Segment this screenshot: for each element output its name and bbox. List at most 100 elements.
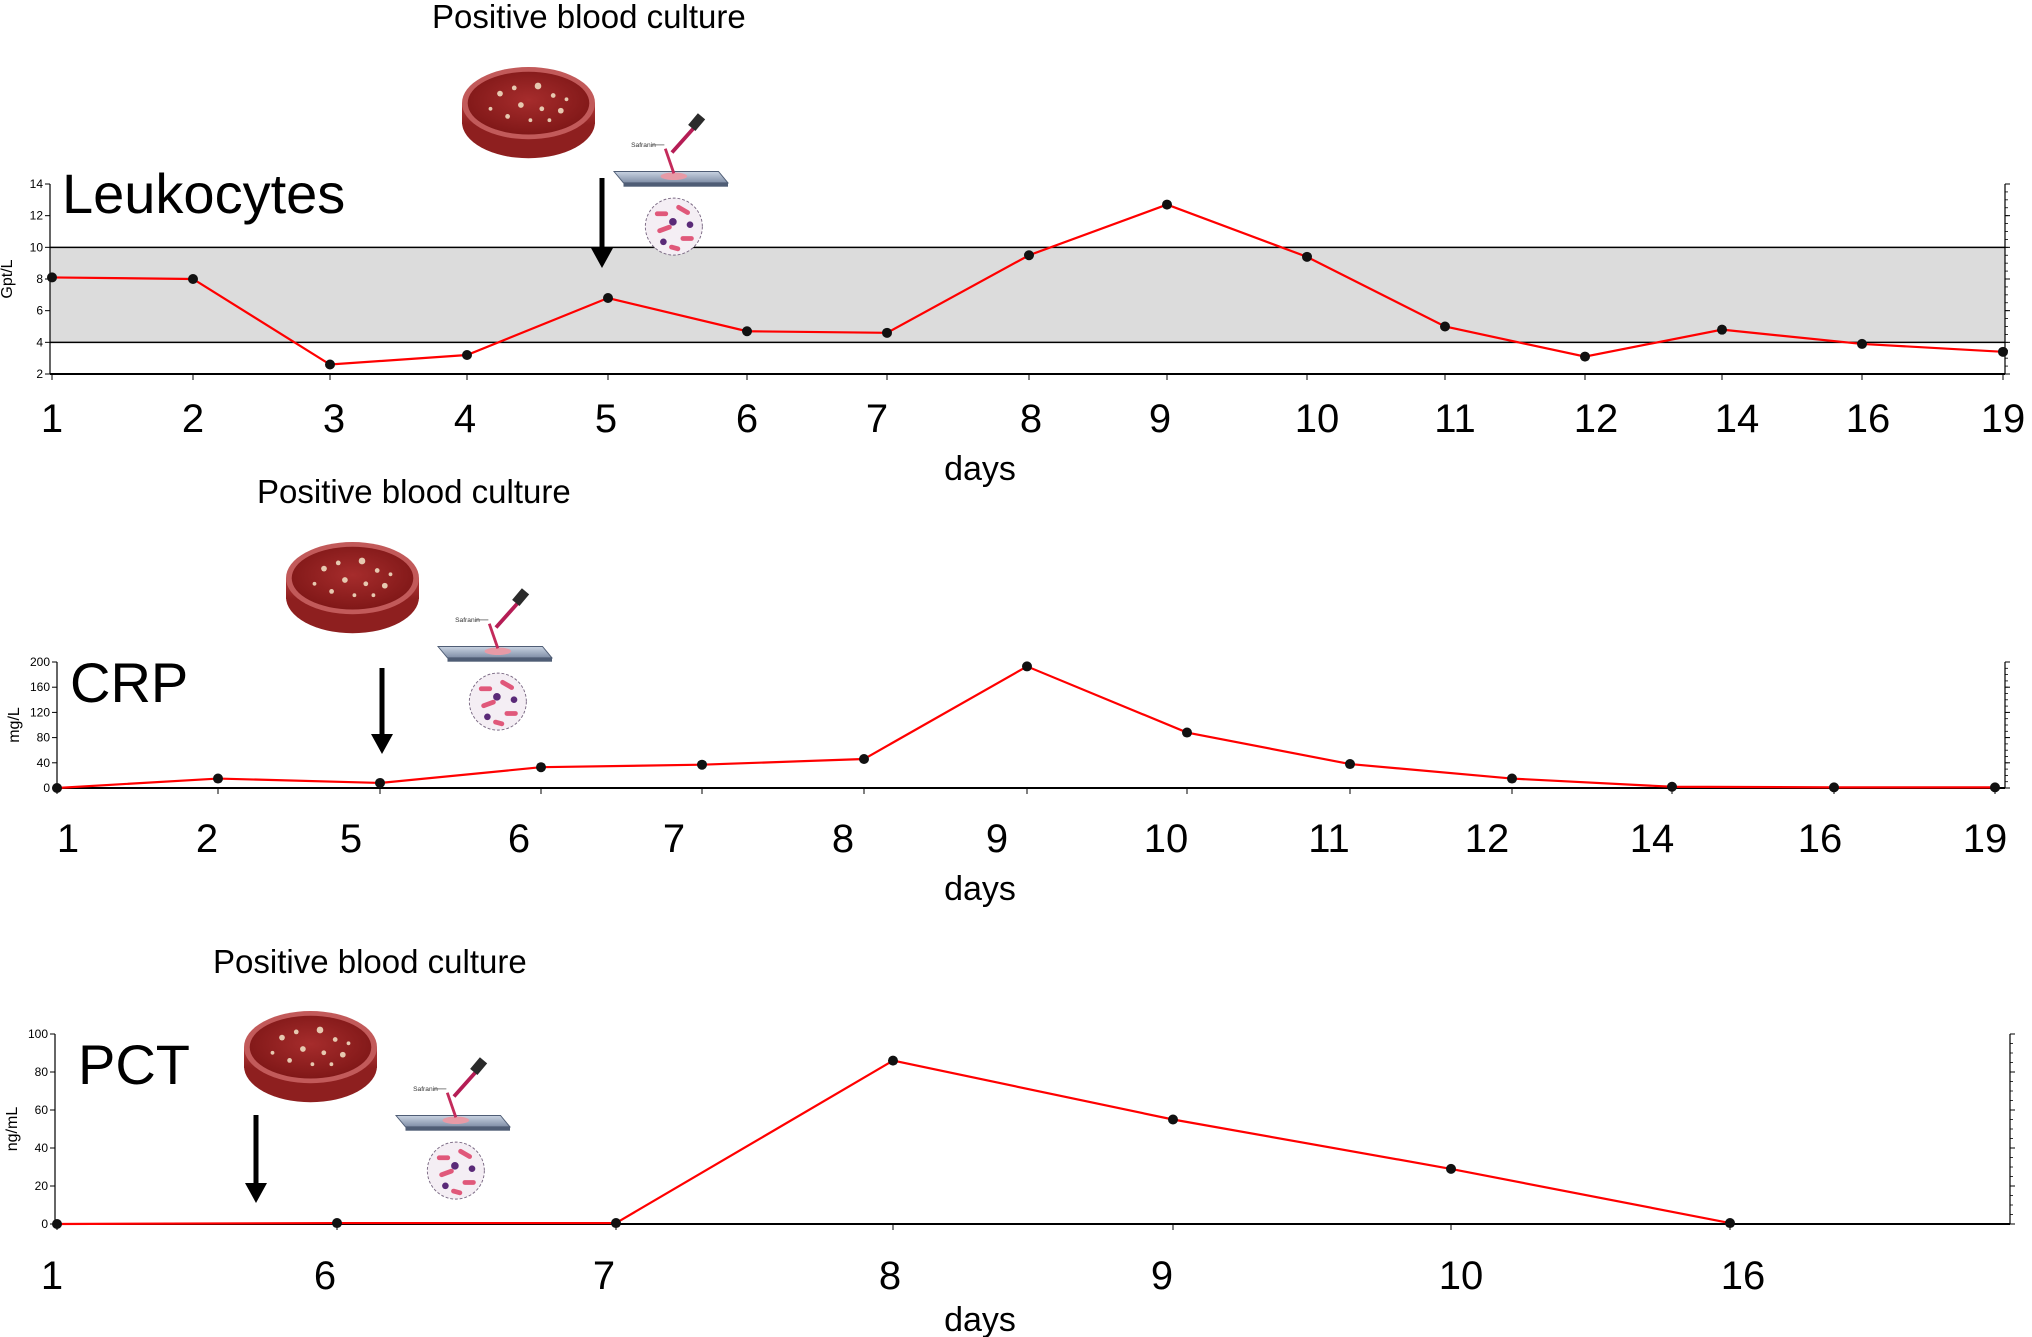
x-tick-label: 8 xyxy=(879,1254,901,1298)
data-point xyxy=(213,773,223,784)
data-point xyxy=(188,274,198,284)
stained-slide-icon: Safranin xyxy=(436,588,554,662)
data-point xyxy=(1446,1163,1456,1174)
x-tick-label: 2 xyxy=(182,397,204,441)
x-tick-label: 6 xyxy=(508,817,530,861)
y-tick-label: 60 xyxy=(35,1103,49,1117)
data-point xyxy=(1580,351,1590,362)
x-tick-label: 1 xyxy=(41,1254,63,1298)
x-tick-label: 14 xyxy=(1630,817,1675,861)
y-tick-label: 6 xyxy=(36,304,43,318)
x-tick-label: 4 xyxy=(454,397,476,441)
x-axis-title: days xyxy=(944,870,1016,908)
data-point xyxy=(375,777,385,788)
microscopy-cells-icon xyxy=(426,1141,485,1200)
y-tick-label: 20 xyxy=(35,1179,49,1193)
y-tick-label: 12 xyxy=(30,209,44,223)
data-point xyxy=(1168,1114,1178,1125)
x-axis-title: days xyxy=(944,450,1016,488)
data-point xyxy=(1162,199,1172,210)
y-tick-label: 100 xyxy=(28,1027,48,1041)
data-point xyxy=(1302,251,1312,262)
reference-band xyxy=(50,247,2005,343)
data-point xyxy=(888,1055,898,1066)
annotation-arrowhead xyxy=(245,1183,267,1203)
x-tick-label: 9 xyxy=(1151,1254,1173,1298)
data-point xyxy=(1990,782,2000,793)
data-point xyxy=(325,359,335,370)
panel-title: Leukocytes xyxy=(62,162,345,225)
microscopy-cells-icon xyxy=(468,672,527,731)
data-point xyxy=(742,326,752,337)
y-tick-label: 40 xyxy=(37,756,51,770)
data-point xyxy=(697,759,707,770)
annotation-label: Positive blood culture xyxy=(213,943,527,980)
x-tick-label: 5 xyxy=(595,397,617,441)
data-point xyxy=(611,1218,621,1229)
data-point xyxy=(52,783,62,793)
x-tick-label: 14 xyxy=(1715,397,1760,441)
data-point xyxy=(536,762,546,773)
annotation-label: Positive blood culture xyxy=(432,0,746,35)
y-tick-label: 40 xyxy=(35,1141,49,1155)
x-tick-label: 1 xyxy=(41,397,63,441)
x-tick-label: 1 xyxy=(57,817,79,861)
data-point xyxy=(859,754,869,765)
petri-dish-icon xyxy=(462,67,595,159)
data-point xyxy=(1725,1218,1735,1229)
y-tick-label: 0 xyxy=(43,781,50,795)
y-tick-label: 14 xyxy=(30,177,44,191)
x-tick-label: 3 xyxy=(323,397,345,441)
data-point xyxy=(1829,782,1839,793)
data-point xyxy=(1022,661,1032,672)
annotation-arrowhead xyxy=(371,734,393,754)
x-axis-title: days xyxy=(944,1301,1016,1337)
data-point xyxy=(47,272,57,283)
blood-culture-illustration: Safranin xyxy=(286,542,554,731)
y-axis-title: ng/mL xyxy=(4,1107,21,1152)
data-point xyxy=(1024,250,1034,261)
data-point xyxy=(332,1218,342,1229)
data-point xyxy=(1345,759,1355,770)
x-tick-label: 11 xyxy=(1434,397,1476,441)
y-tick-label: 160 xyxy=(30,680,50,694)
petri-dish-icon xyxy=(286,542,419,634)
x-tick-label: 2 xyxy=(196,817,218,861)
data-point xyxy=(882,327,892,338)
y-tick-label: 120 xyxy=(30,705,50,719)
petri-dish-icon xyxy=(244,1011,377,1103)
panel-title: PCT xyxy=(78,1033,190,1096)
x-tick-label: 9 xyxy=(1149,397,1171,441)
y-tick-label: 8 xyxy=(36,272,43,286)
x-tick-label: 19 xyxy=(1963,817,2008,861)
data-point xyxy=(1507,773,1517,784)
y-tick-label: 0 xyxy=(41,1217,48,1231)
data-point xyxy=(1857,338,1867,349)
data-point xyxy=(1440,321,1450,332)
x-tick-label: 12 xyxy=(1574,397,1619,441)
x-tick-label: 6 xyxy=(736,397,758,441)
data-point xyxy=(603,293,613,303)
x-tick-label: 10 xyxy=(1439,1254,1484,1298)
x-tick-label: 16 xyxy=(1721,1254,1766,1298)
data-point xyxy=(1182,727,1192,738)
data-point xyxy=(1998,346,2008,357)
y-tick-label: 80 xyxy=(37,731,51,745)
blood-culture-illustration: Safranin xyxy=(462,67,730,256)
safranin-label: Safranin xyxy=(455,617,480,624)
y-tick-label: 4 xyxy=(36,335,43,349)
x-tick-label: 19 xyxy=(1981,397,2026,441)
x-tick-label: 16 xyxy=(1798,817,1843,861)
safranin-label: Safranin xyxy=(413,1086,438,1093)
x-tick-label: 7 xyxy=(593,1254,615,1298)
annotation-arrowhead xyxy=(591,248,613,268)
x-tick-label: 12 xyxy=(1465,817,1510,861)
x-tick-label: 6 xyxy=(314,1254,336,1298)
x-tick-label: 8 xyxy=(832,817,854,861)
x-tick-label: 10 xyxy=(1144,817,1189,861)
y-tick-label: 200 xyxy=(30,655,50,669)
annotation-label: Positive blood culture xyxy=(257,473,571,510)
y-axis-title: Gpt/L xyxy=(0,259,16,298)
